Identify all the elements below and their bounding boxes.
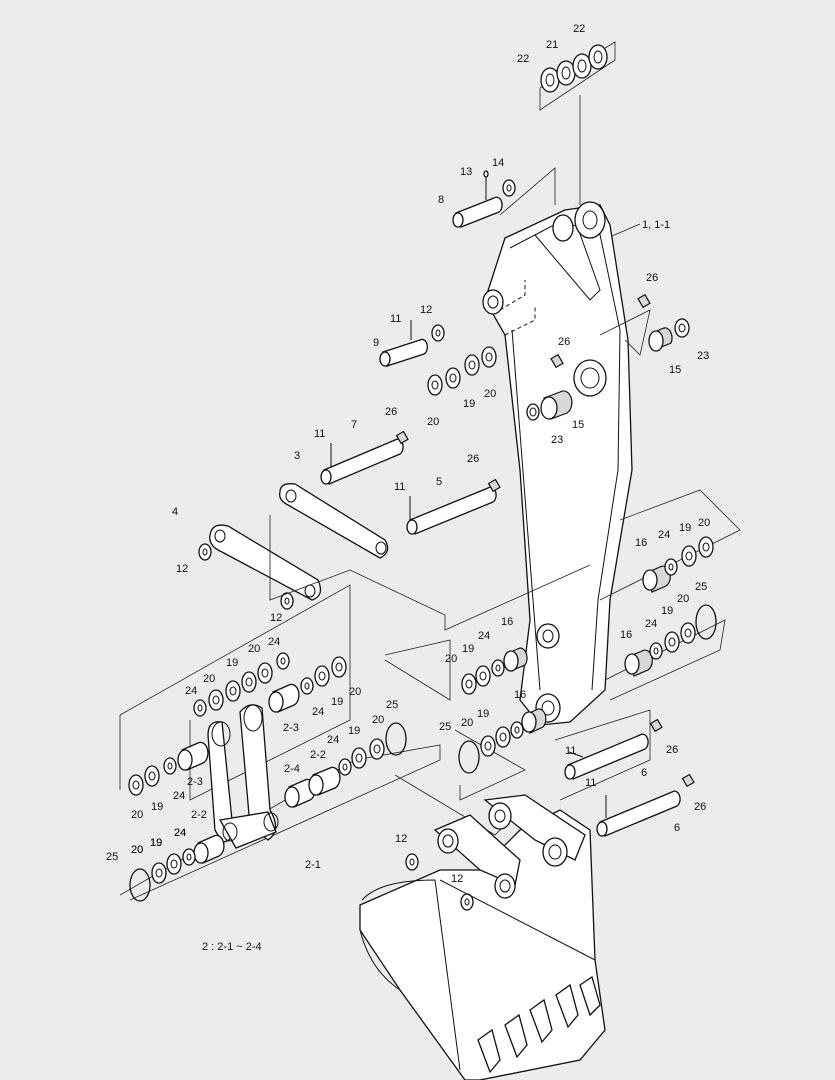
callout-p24a: 24	[658, 529, 670, 541]
callout-p4: 4	[172, 506, 178, 518]
callout-p15a: 15	[669, 364, 681, 376]
callout-p2-3b: 2-3	[187, 776, 203, 788]
callout-p21: 21	[546, 39, 558, 51]
callout-p12e: 12	[451, 873, 463, 885]
callout-p25c: 25	[386, 699, 398, 711]
callout-p24c: 24	[478, 630, 490, 642]
callout-p24j: 24	[174, 827, 186, 839]
callout-p11c: 11	[394, 481, 405, 493]
callout-p20m: 20	[131, 844, 143, 856]
callout-p12c: 12	[270, 612, 282, 624]
callout-p12d: 12	[395, 833, 407, 845]
callout-p24h: 24	[173, 790, 185, 802]
callout-p20i: 20	[461, 717, 473, 729]
callout-p20b: 20	[484, 388, 496, 400]
callout-p2-1: 2-1	[305, 859, 321, 871]
callout-p12a: 12	[420, 304, 432, 316]
callout-p20a: 20	[427, 416, 439, 428]
callout-p5: 5	[436, 476, 442, 488]
callout-p3: 3	[294, 450, 300, 462]
callout-p20d: 20	[677, 593, 689, 605]
callout-p26a: 26	[646, 272, 658, 284]
links-3-4	[198, 483, 389, 610]
callout-p19k: 19	[150, 837, 162, 849]
pin-9-assembly	[379, 320, 497, 396]
callout-p13: 13	[460, 166, 472, 178]
pin-8-assembly	[452, 167, 556, 228]
callout-p25a: 25	[695, 581, 707, 593]
callout-p11b: 11	[314, 428, 325, 440]
callout-p26e: 26	[666, 744, 678, 756]
callout-p24i: 24	[174, 827, 186, 839]
callout-p6b: 6	[674, 822, 680, 834]
callout-p2-2b: 2-2	[191, 809, 207, 821]
callout-p26d: 26	[467, 453, 479, 465]
callout-p12b: 12	[176, 563, 188, 575]
callout-p19a: 19	[463, 398, 475, 410]
callout-p24b: 24	[645, 618, 657, 630]
callout-p20e: 20	[445, 653, 457, 665]
callout-p25d: 25	[106, 851, 118, 863]
callout-p20h: 20	[349, 686, 361, 698]
washer-stacks-left	[128, 652, 407, 902]
bushing-group-upper	[526, 293, 690, 421]
callout-p20f: 20	[203, 673, 215, 685]
callout-p11d: 11	[565, 745, 576, 757]
callout-p24e: 24	[185, 685, 197, 697]
callout-p24g: 24	[327, 734, 339, 746]
callout-p23a: 23	[697, 350, 709, 362]
lead-frames	[119, 489, 741, 901]
callout-p7: 7	[351, 419, 357, 431]
callout-p20c: 20	[698, 517, 710, 529]
pins-6	[564, 718, 695, 837]
callout-p26c: 26	[385, 406, 397, 418]
callout-p11e: 11	[585, 777, 596, 789]
washer-stack-top	[539, 41, 616, 205]
bucket	[359, 794, 606, 1080]
callout-p16c: 16	[501, 616, 513, 628]
callout-p20j: 20	[372, 714, 384, 726]
callout-p14: 14	[492, 157, 504, 169]
callout-p22a: 22	[517, 53, 529, 65]
callout-p2-4: 2-4	[284, 763, 300, 775]
callout-p24d: 24	[268, 636, 280, 648]
washer-stacks-right	[624, 536, 717, 677]
callout-p26f: 26	[694, 801, 706, 813]
callout-p11a: 11	[390, 313, 401, 325]
callout-p19d: 19	[462, 643, 474, 655]
footnote-assembly-range: 2 : 2-1 ~ 2-4	[202, 941, 262, 953]
callout-p22b: 22	[573, 23, 585, 35]
callout-p19c: 19	[661, 605, 673, 617]
callout-p2-2a: 2-2	[310, 749, 326, 761]
callout-p20l: 20	[131, 844, 143, 856]
washer-stacks-center	[458, 647, 547, 774]
callout-p16a: 16	[635, 537, 647, 549]
callout-p1: 1, 1-1	[642, 219, 670, 231]
callout-p19b: 19	[679, 522, 691, 534]
callout-p24f: 24	[312, 706, 324, 718]
callout-p16d: 16	[514, 689, 526, 701]
callout-p20g: 20	[248, 643, 260, 655]
callout-p25b: 25	[439, 721, 451, 733]
callout-p6a: 6	[641, 767, 647, 779]
part-callouts: 22 21 22 13 14 8 1, 1-1 26 23 15 11 12 9 20 19 20 26 15 23…	[106, 23, 710, 885]
callout-p16b: 16	[620, 629, 632, 641]
callout-p8: 8	[438, 194, 444, 206]
callout-p19j: 19	[150, 837, 162, 849]
callout-p23b: 23	[551, 434, 563, 446]
callout-p20k: 20	[131, 809, 143, 821]
pins-7-5	[320, 430, 501, 535]
main-arm	[482, 201, 641, 726]
callout-p15b: 15	[572, 419, 584, 431]
callout-p26b: 26	[558, 336, 570, 348]
callout-p2-3a: 2-3	[283, 722, 299, 734]
callout-p19g: 19	[477, 708, 489, 720]
callout-p19i: 19	[151, 801, 163, 813]
callout-p19f: 19	[331, 696, 343, 708]
callout-p19h: 19	[348, 725, 360, 737]
link-assembly-2	[177, 683, 341, 864]
callout-p19e: 19	[226, 657, 238, 669]
callout-p9: 9	[373, 337, 379, 349]
